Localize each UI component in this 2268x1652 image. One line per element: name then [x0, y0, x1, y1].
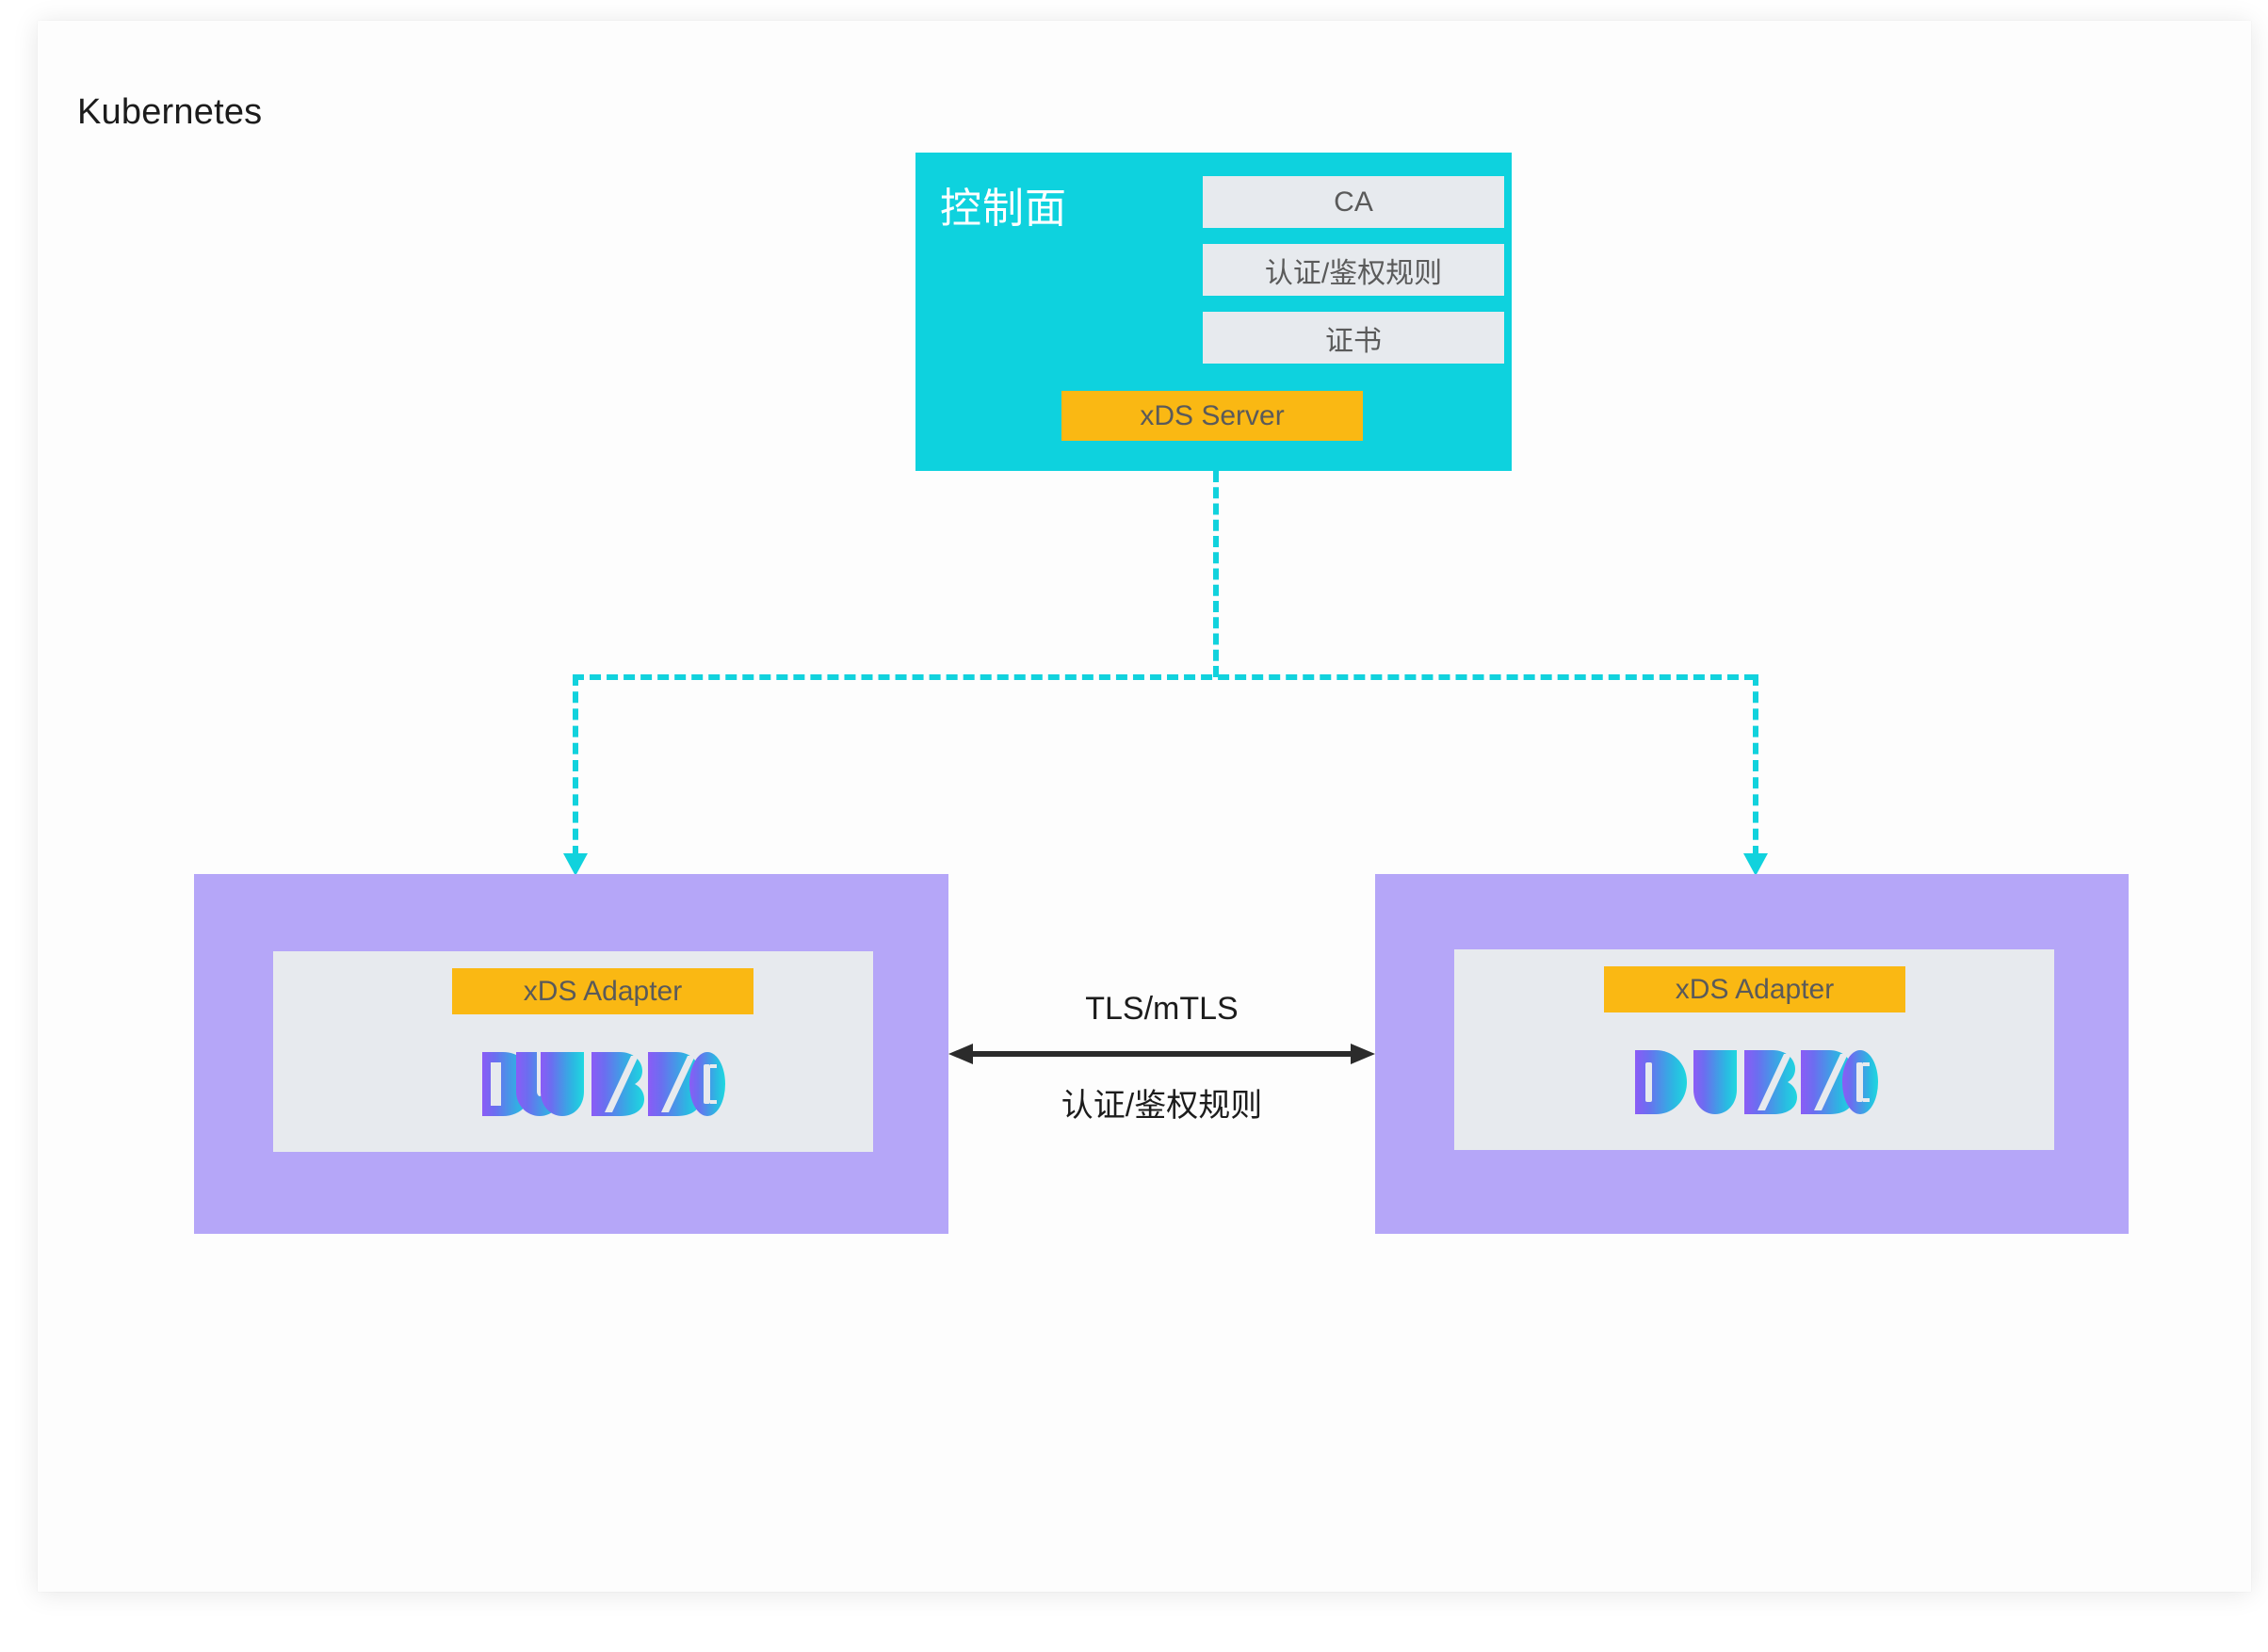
kubernetes-cluster-label: Kubernetes — [77, 92, 263, 132]
connector-arrowhead-left-icon — [563, 853, 588, 876]
peer-link-label-tls: TLS/mTLS — [1085, 991, 1239, 1027]
connector-branch-left — [573, 674, 578, 857]
peer-link-label-auth-rules: 认证/鉴权规则 — [1061, 1088, 1263, 1124]
app-node-left[interactable]: xDS Adapter — [194, 874, 948, 1234]
connector-arrowhead-right-icon — [1743, 853, 1768, 876]
peer-link-bidirectional-arrow — [948, 1042, 1375, 1066]
app-node-left-inner: xDS Adapter — [273, 951, 873, 1152]
diagram-canvas: Kubernetes 控制面 CA 认证/鉴权规则 证书 xDS Server … — [38, 21, 2251, 1592]
xds-adapter-box-left[interactable]: xDS Adapter — [452, 968, 753, 1014]
control-plane-title: 控制面 — [940, 186, 1067, 232]
control-plane-component-auth-rules[interactable]: 认证/鉴权规则 — [1203, 244, 1504, 296]
connector-trunk-vertical — [1213, 471, 1219, 677]
connector-branch-right — [1753, 674, 1758, 857]
control-plane-component-ca[interactable]: CA — [1203, 176, 1504, 228]
xds-server-box[interactable]: xDS Server — [1061, 391, 1363, 441]
control-plane-box[interactable]: 控制面 CA 认证/鉴权规则 证书 xDS Server — [915, 153, 1512, 471]
app-node-right[interactable]: xDS Adapter — [1375, 874, 2129, 1234]
app-node-right-inner: xDS Adapter — [1454, 949, 2054, 1150]
control-plane-component-certificate[interactable]: 证书 — [1203, 312, 1504, 364]
dubbo-logo — [480, 1050, 725, 1118]
xds-adapter-box-right[interactable]: xDS Adapter — [1604, 966, 1905, 1012]
dubbo-logo — [1633, 1048, 1878, 1116]
connector-bus-horizontal — [573, 674, 1756, 680]
